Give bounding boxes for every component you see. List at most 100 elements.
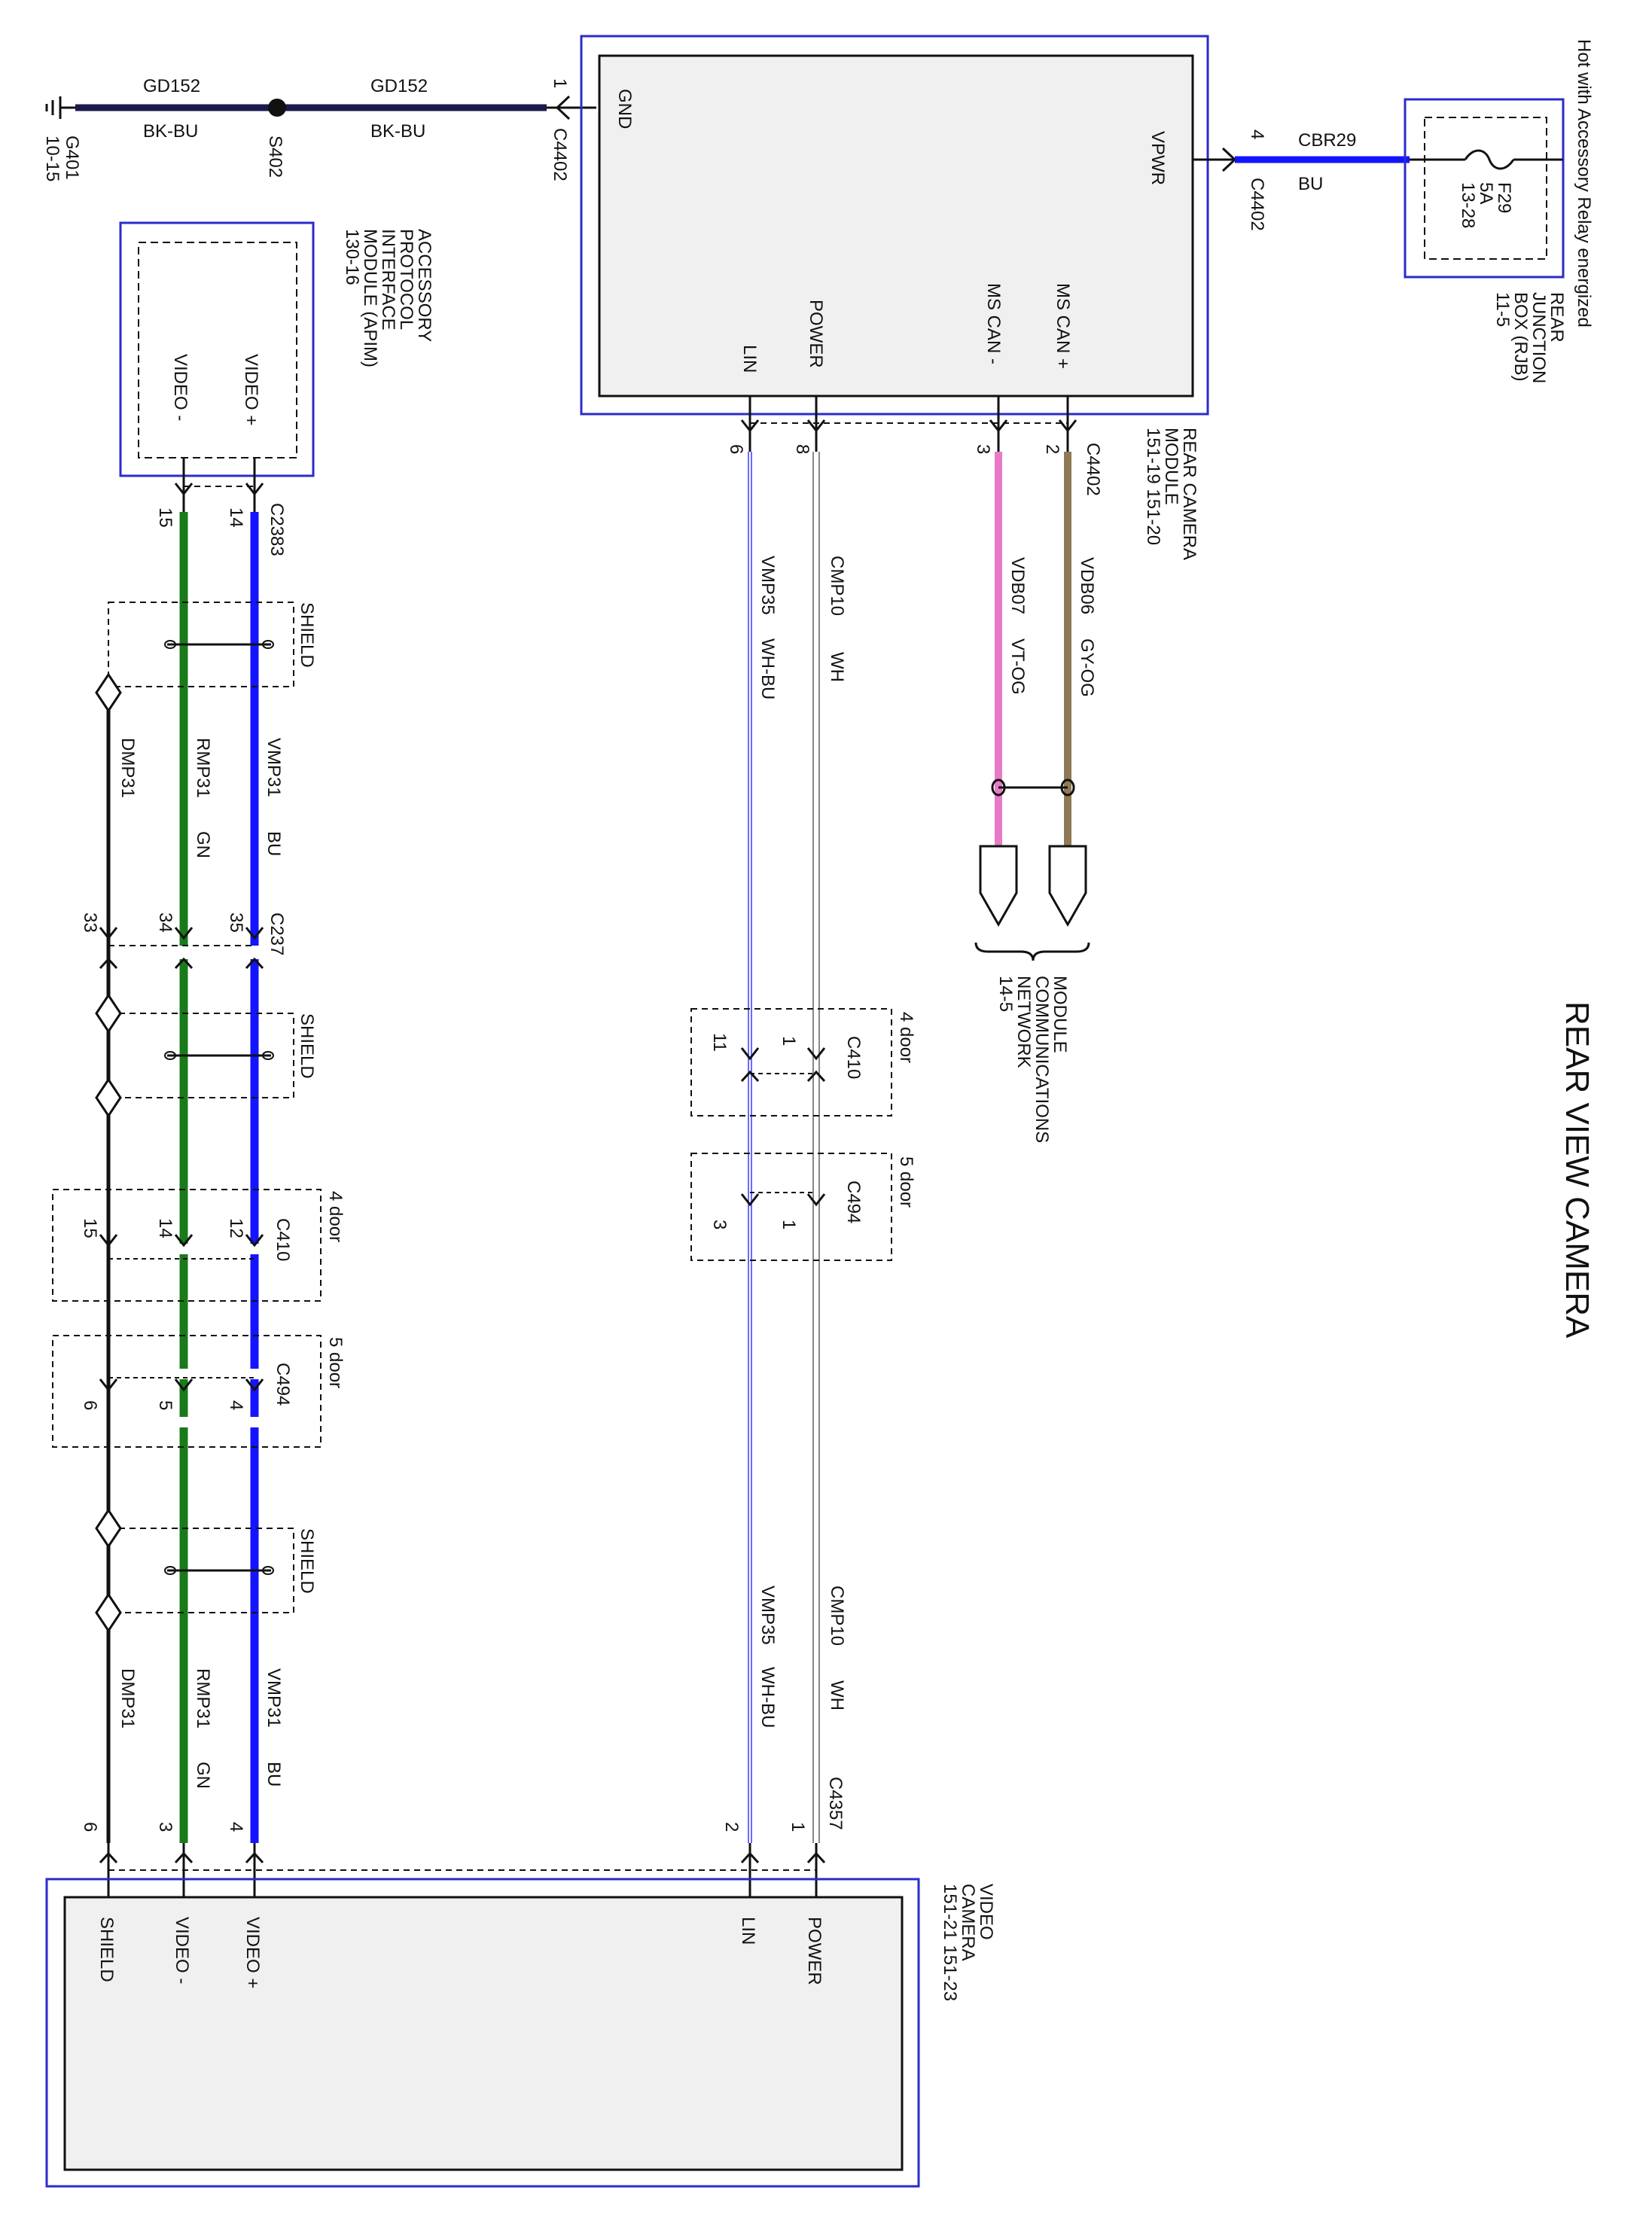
apim-name-2: PROTOCOL <box>396 229 416 330</box>
c2383-pin-14: 14 <box>226 507 246 528</box>
gnd-wire-1-color: BK-BU <box>143 121 198 142</box>
splice-dot <box>268 99 286 117</box>
splice-id: S402 <box>265 136 285 178</box>
rcm-body <box>598 54 1194 398</box>
gnd-conn: C4402 <box>550 128 570 181</box>
c494-left-pin-5: 5 <box>155 1400 175 1410</box>
c4357-connector <box>740 1843 826 1900</box>
apim-body <box>138 242 297 458</box>
rjb-name-2: JUNCTION <box>1529 292 1549 383</box>
c2383-pin-15: 15 <box>155 507 175 528</box>
c410-mid-pin-1: 11 <box>709 1033 730 1052</box>
rcm-frame <box>580 35 1209 416</box>
shield-3 <box>95 1508 294 1633</box>
rjb-frame <box>1404 98 1565 279</box>
camera-pin-video-plus: VIDEO + <box>242 1917 263 1988</box>
power-wire <box>812 452 820 1843</box>
gnd-wire-2-circuit: GD152 <box>370 76 428 96</box>
c410-left-pin-12: 12 <box>226 1218 246 1238</box>
rcm-pin-mscan-minus-label: MS CAN - <box>983 283 1004 364</box>
can-plus-circuit: VDB06 <box>1077 557 1097 614</box>
ground-id: G401 <box>62 136 82 180</box>
gnd-wire-1-circuit: GD152 <box>143 76 200 96</box>
c237-pin-35: 35 <box>226 912 246 933</box>
mcn-line-1: MODULE <box>1050 976 1070 1053</box>
rcm-name-1: REAR CAMERA <box>1179 428 1199 560</box>
rcm-pin-lin-label: LIN <box>739 345 760 373</box>
mcn-line-3: NETWORK <box>1013 976 1034 1068</box>
c237-connector <box>99 926 264 970</box>
vpwr-wire-circuit: CBR29 <box>1298 130 1356 151</box>
c4357-pin-2: 1 <box>788 1822 808 1832</box>
video-wire-gaps <box>175 946 264 1427</box>
can-plus-color: GY-OG <box>1077 638 1097 697</box>
network-arrow-icon-2 <box>1048 845 1087 928</box>
rcm-pin-mscan-minus-no: 3 <box>973 444 993 454</box>
c2383-pins <box>174 458 264 512</box>
camera-name-3: 151-21 151-23 <box>940 1884 960 2001</box>
rcm-name-2: MODULE <box>1161 428 1181 505</box>
drain-circuit-bot: DMP31 <box>117 1668 138 1729</box>
c410-left-conn: C410 <box>273 1218 293 1261</box>
c494-mid-connector <box>690 1153 892 1261</box>
video-plus-circuit-bot: VMP31 <box>264 1668 284 1728</box>
video-minus-color-top: GN <box>193 831 213 858</box>
apim-name-3: INTERFACE <box>378 229 398 331</box>
c4357-pin-1: 2 <box>721 1822 742 1832</box>
camera-pin-no-4: 4 <box>226 1822 246 1832</box>
rcm-pin-lin-no: 6 <box>726 444 746 454</box>
diagram-title: REAR VIEW CAMERA <box>1559 1001 1596 1339</box>
shield-2 <box>95 993 294 1118</box>
rcm-gnd-pin-label: GND <box>614 89 635 129</box>
lin-wire-color-bot: WH-BU <box>757 1667 778 1728</box>
camera-left-pins <box>99 1843 264 1900</box>
camera-frame <box>45 1878 920 2188</box>
power-wire-circuit-bot: CMP10 <box>827 1586 847 1646</box>
rjb-body <box>1424 117 1547 260</box>
lin-wire-circuit-top: VMP35 <box>757 556 778 615</box>
ground-ref: 10-15 <box>42 136 62 181</box>
fuse-icon <box>1464 149 1515 170</box>
gnd-wire-2-color: BK-BU <box>370 121 425 142</box>
c494-left-door: 5 door <box>325 1337 346 1388</box>
c410-mid-door: 4 door <box>896 1012 916 1063</box>
video-plus-color-top: BU <box>264 831 284 856</box>
camera-pin-power: POWER <box>804 1917 824 1985</box>
power-wire-color-top: WH <box>827 652 847 682</box>
apim-name-5: 130-16 <box>342 229 362 285</box>
c494-left-pin-4: 4 <box>226 1400 246 1410</box>
rcm-pin-power-label: POWER <box>806 300 826 368</box>
c410-left-pin-14: 14 <box>155 1218 175 1238</box>
fuse-rating: 5A <box>1476 182 1496 204</box>
video-minus-circuit-bot: RMP31 <box>193 1668 213 1729</box>
c494-mid-pin-1: 3 <box>709 1220 730 1229</box>
shield-3-label: SHIELD <box>297 1528 317 1594</box>
camera-pin-no-3: 3 <box>155 1822 175 1832</box>
rcm-bottom-conn: C4402 <box>1083 443 1103 496</box>
network-arrow-icon-1 <box>979 845 1018 928</box>
lin-wire-color-top: WH-BU <box>757 638 778 699</box>
rcm-pin-power-no: 8 <box>792 444 812 454</box>
video-plus-color-bot: BU <box>264 1762 284 1787</box>
fuse-ref: 13-28 <box>1458 182 1478 228</box>
c2383-conn: C2383 <box>267 503 287 556</box>
camera-pin-lin: LIN <box>738 1917 758 1945</box>
rcm-vpwr-pin-label: VPWR <box>1148 131 1168 185</box>
camera-name-1: VIDEO <box>976 1884 996 1940</box>
vpwr-conn: C4402 <box>1247 178 1267 231</box>
apim-name-1: ACCESSORY <box>414 229 434 342</box>
c237-pin-33: 33 <box>80 912 100 933</box>
shield-1-label: SHIELD <box>297 602 317 668</box>
apim-pin-video-plus: VIDEO + <box>241 354 261 425</box>
c494-left-conn: C494 <box>273 1363 293 1406</box>
c237-conn: C237 <box>267 912 287 955</box>
c410-mid-pin-2: 1 <box>779 1036 799 1046</box>
gnd-pin-no: 1 <box>550 78 570 88</box>
c494-mid-door: 5 door <box>896 1156 916 1208</box>
c410-mid-connector <box>690 1008 892 1116</box>
mcn-line-2: COMMUNICATIONS <box>1032 976 1052 1143</box>
video-plus-circuit-top: VMP31 <box>264 738 284 797</box>
camera-pin-video-minus: VIDEO - <box>172 1917 192 1984</box>
vpwr-pin-no: 4 <box>1247 129 1267 139</box>
